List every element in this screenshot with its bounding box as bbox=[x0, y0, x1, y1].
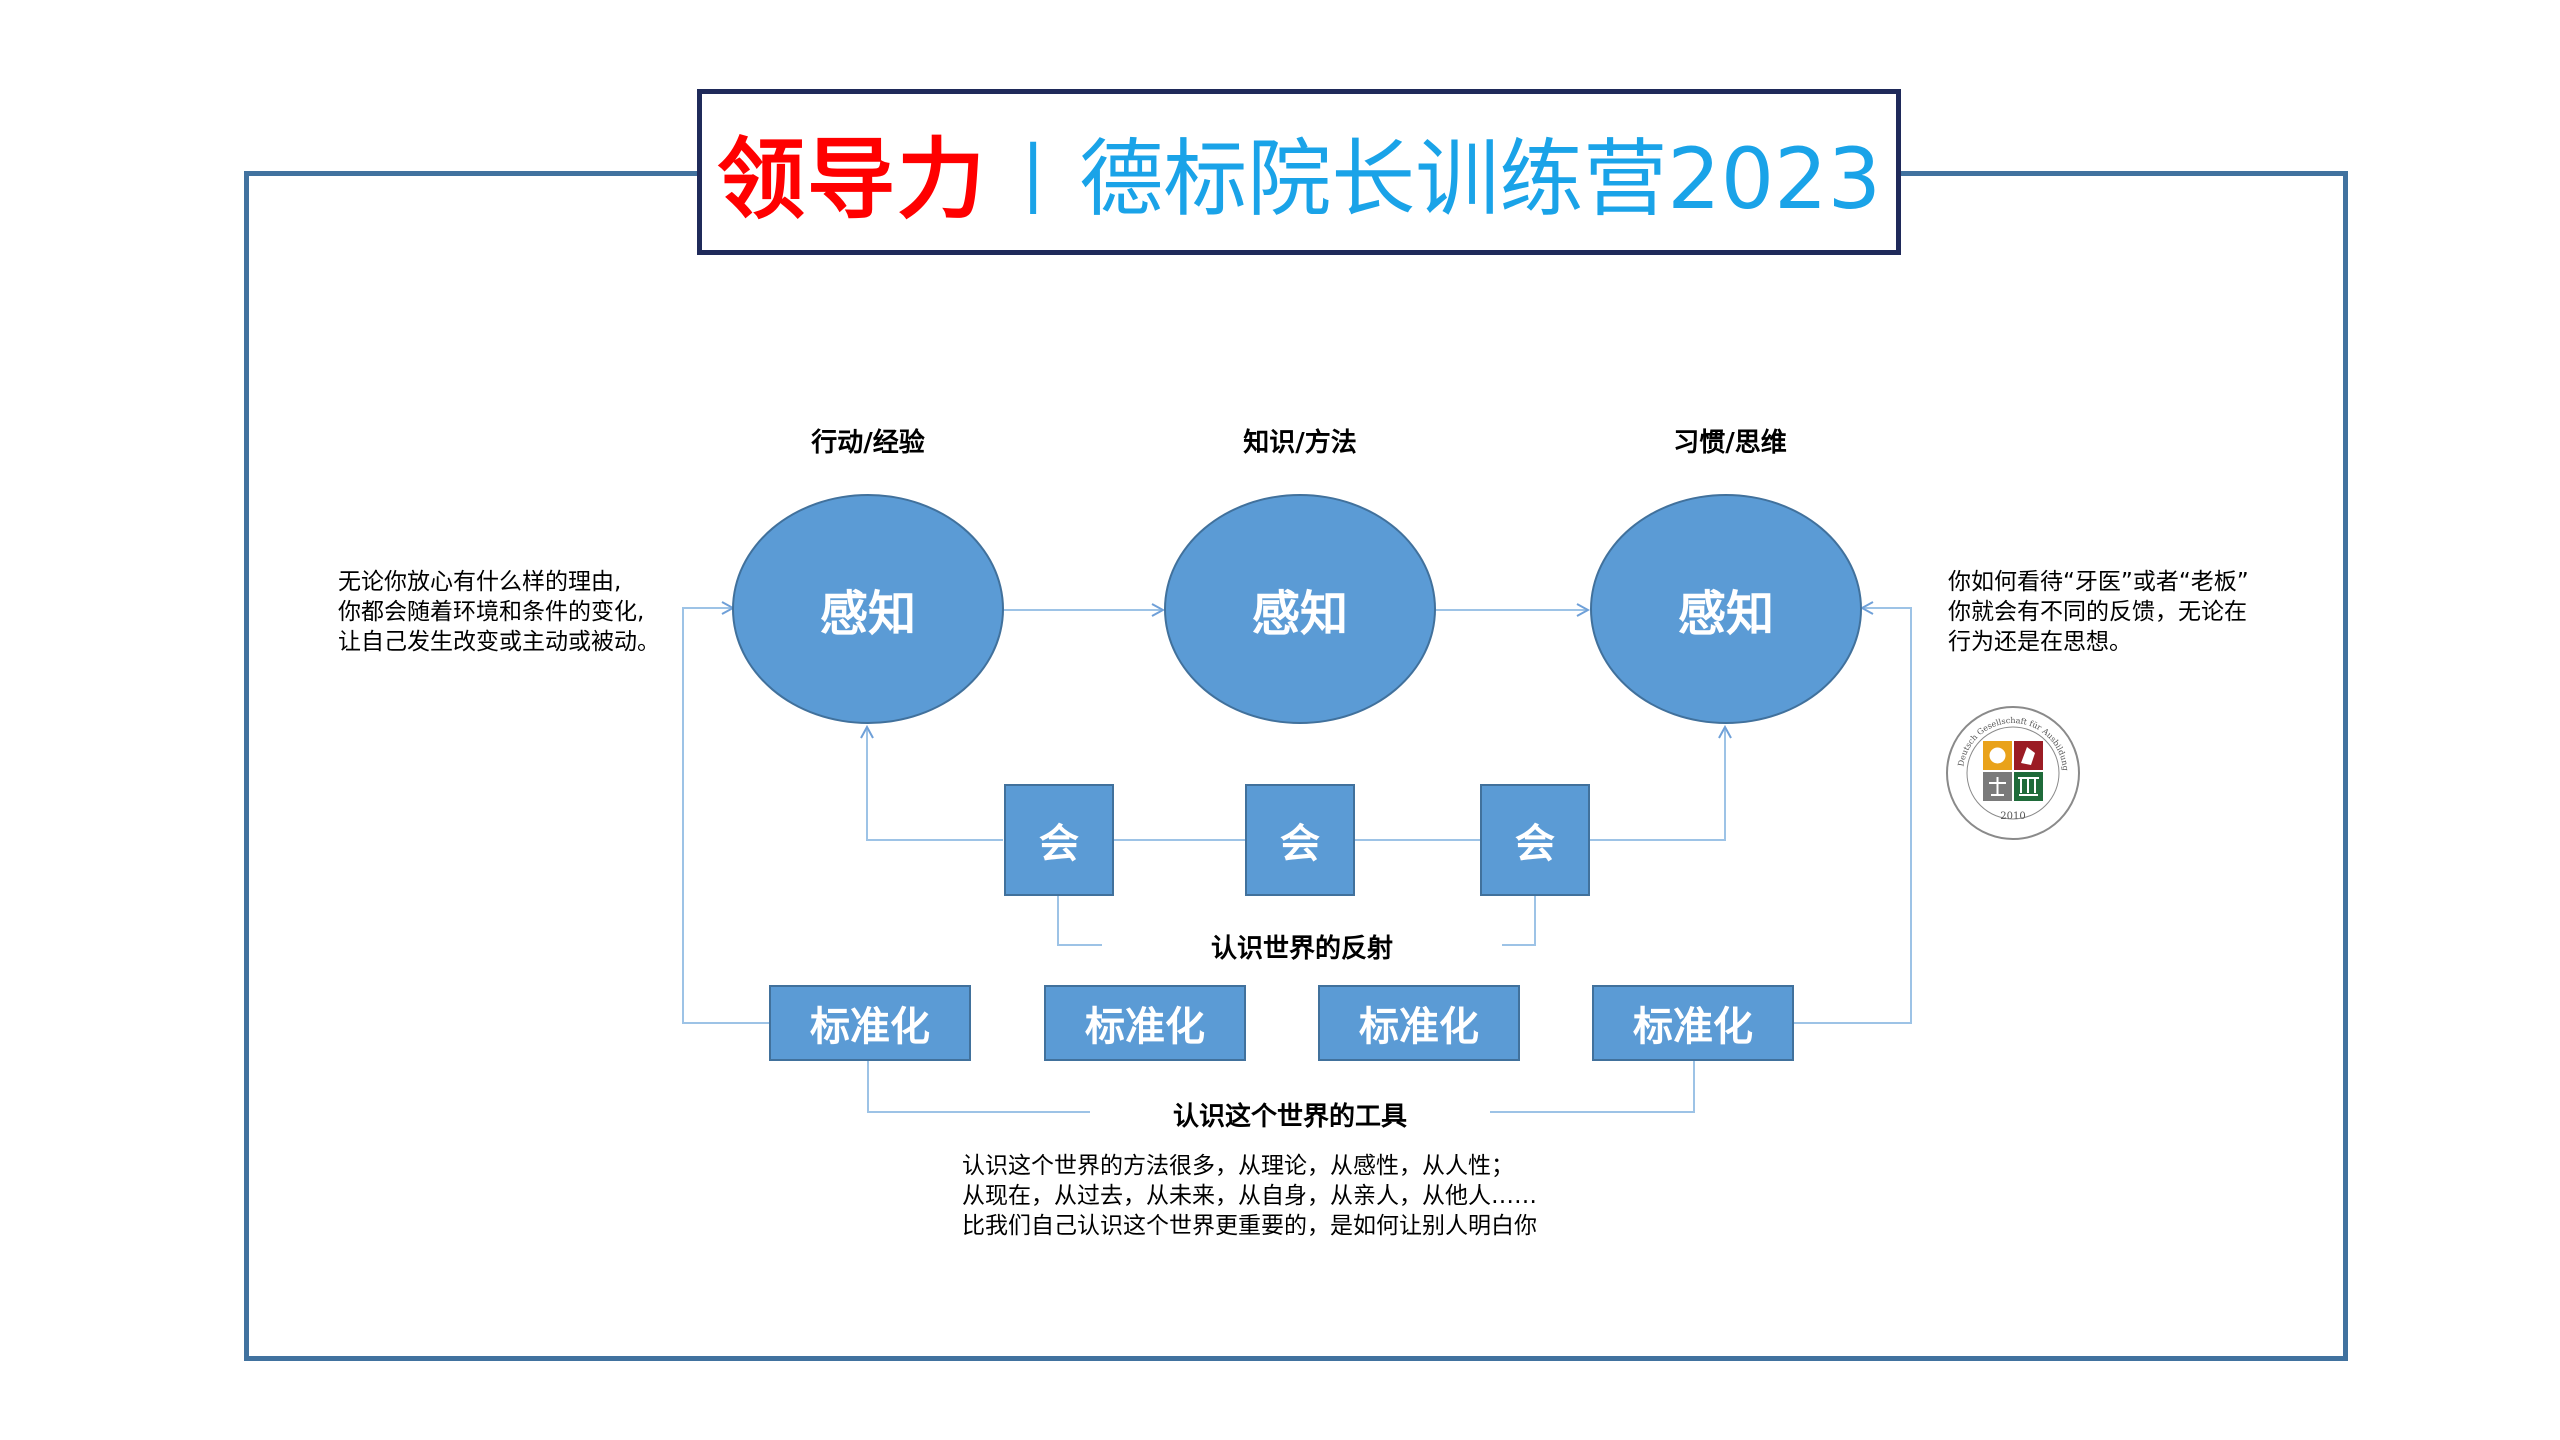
circle-text: 感知 bbox=[1677, 586, 1774, 642]
standard-text: 标准化 bbox=[810, 1004, 930, 1050]
bottom-note: 认识这个世界的方法很多，从理论，从感性，从人性； 从现在，从过去，从未来，从自身… bbox=[962, 1151, 1537, 1241]
perception-circle-3: 感知 bbox=[1590, 494, 1862, 724]
hui-box-1: 会 bbox=[1004, 784, 1114, 896]
hui-text: 会 bbox=[1515, 821, 1555, 867]
standard-text: 标准化 bbox=[1359, 1004, 1479, 1050]
left-note-line: 你都会随着环境和条件的变化, bbox=[338, 599, 645, 625]
right-note-line: 行为还是在思想。 bbox=[1948, 629, 2132, 655]
left-note-line: 让自己发生改变或主动或被动。 bbox=[338, 629, 660, 655]
right-note: 你如何看待“牙医”或者“老板” 你就会有不同的反馈，无论在 行为还是在思想。 bbox=[1948, 567, 2249, 657]
perception-circle-2: 感知 bbox=[1164, 494, 1436, 724]
standard-text: 标准化 bbox=[1085, 1004, 1205, 1050]
circle-text: 感知 bbox=[1251, 586, 1348, 642]
feedback-right bbox=[1792, 608, 1912, 1024]
left-note: 无论你放心有什么样的理由, 你都会随着环境和条件的变化, 让自己发生改变或主动或… bbox=[338, 567, 660, 657]
stage-label-knowledge: 知识/方法 bbox=[1243, 428, 1357, 458]
organization-seal-logo: Deutsch Gesellschaft für Ausbildung in G… bbox=[1943, 703, 2080, 840]
right-note-line: 你就会有不同的反馈，无论在 bbox=[1948, 599, 2247, 625]
hui-box-2: 会 bbox=[1245, 784, 1355, 896]
circle-text: 感知 bbox=[819, 586, 916, 642]
left-note-line: 无论你放心有什么样的理由, bbox=[338, 569, 622, 595]
hui-link-left bbox=[867, 727, 1003, 841]
title-leadership: 领导力 bbox=[716, 127, 987, 231]
feedback-left bbox=[682, 608, 770, 1024]
perception-circle-1: 感知 bbox=[732, 494, 1004, 724]
title-banner: 领导力 | 德标院长训练营2023 bbox=[697, 89, 1901, 255]
standard-box-3: 标准化 bbox=[1318, 985, 1520, 1061]
bottom-note-line: 比我们自己认识这个世界更重要的，是如何让别人明白你 bbox=[962, 1213, 1537, 1239]
standard-box-2: 标准化 bbox=[1044, 985, 1246, 1061]
standard-box-1: 标准化 bbox=[769, 985, 971, 1061]
hui-box-3: 会 bbox=[1480, 784, 1590, 896]
seal-year: 2010 bbox=[2000, 811, 2025, 822]
standard-box-4: 标准化 bbox=[1592, 985, 1794, 1061]
bottom-note-line: 认识这个世界的方法很多，从理论，从感性，从人性； bbox=[962, 1153, 1514, 1179]
hui-text: 会 bbox=[1280, 821, 1320, 867]
hui-link-right bbox=[1590, 727, 1725, 841]
standard-text: 标准化 bbox=[1633, 1004, 1753, 1050]
stage-label-action: 行动/经验 bbox=[811, 428, 925, 458]
right-note-line: 你如何看待“牙医”或者“老板” bbox=[1948, 569, 2249, 595]
stage-label-habit: 习惯/思维 bbox=[1673, 428, 1787, 458]
tools-label: 认识这个世界的工具 bbox=[1090, 1096, 1490, 1133]
reflection-label: 认识世界的反射 bbox=[1102, 928, 1502, 965]
bottom-note-line: 从现在，从过去，从未来，从自身，从亲人，从他人…… bbox=[962, 1183, 1537, 1209]
hui-text: 会 bbox=[1039, 821, 1079, 867]
title-separator: | bbox=[1020, 130, 1046, 214]
title-camp: 德标院长训练营2023 bbox=[1079, 129, 1882, 228]
